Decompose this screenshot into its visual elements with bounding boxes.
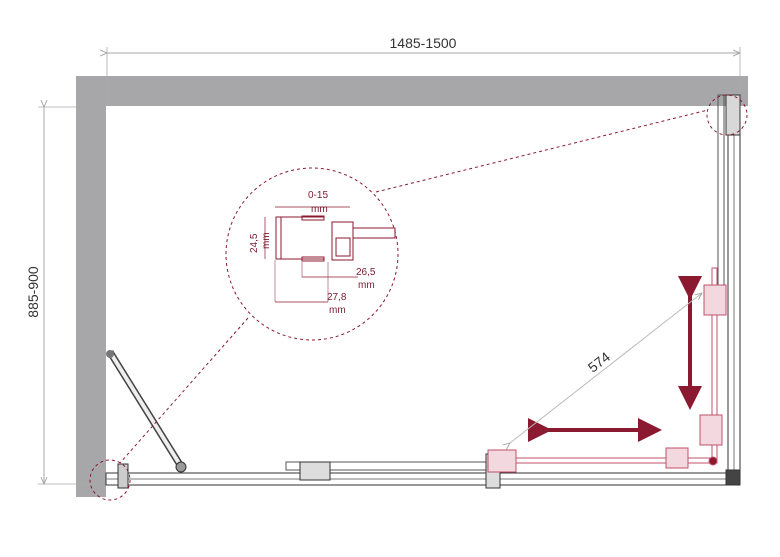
- profile-detail-circle: [225, 167, 399, 341]
- hinged-door: [106, 350, 187, 473]
- top-wall: [76, 76, 748, 106]
- outer-depth-unit: mm: [329, 305, 346, 316]
- profile-height-unit: mm: [261, 232, 272, 249]
- profile-height-value: 24,5: [249, 233, 260, 253]
- outer-depth-value: 27,8: [327, 292, 347, 303]
- movement-arrows: [528, 276, 702, 442]
- width-dimension: 1485-1500: [107, 35, 740, 106]
- walls: [76, 76, 748, 497]
- adjust-value: 0-15: [308, 190, 328, 201]
- inner-depth-value: 26,5: [356, 267, 376, 278]
- adjust-unit: mm: [311, 204, 328, 215]
- depth-label: 885-900: [25, 266, 41, 318]
- profile-detail: 0-15 mm 24,5 mm 26,5 mm 27,8 mm: [249, 190, 396, 316]
- left-wall: [76, 76, 106, 497]
- diagonal-label: 574: [585, 348, 613, 375]
- entry-diagonal-dimension: 574: [510, 293, 702, 443]
- detail-callouts: [89, 94, 748, 501]
- width-label: 1485-1500: [390, 35, 457, 51]
- depth-dimension: 885-900: [25, 107, 106, 484]
- inner-depth-unit: mm: [358, 280, 375, 291]
